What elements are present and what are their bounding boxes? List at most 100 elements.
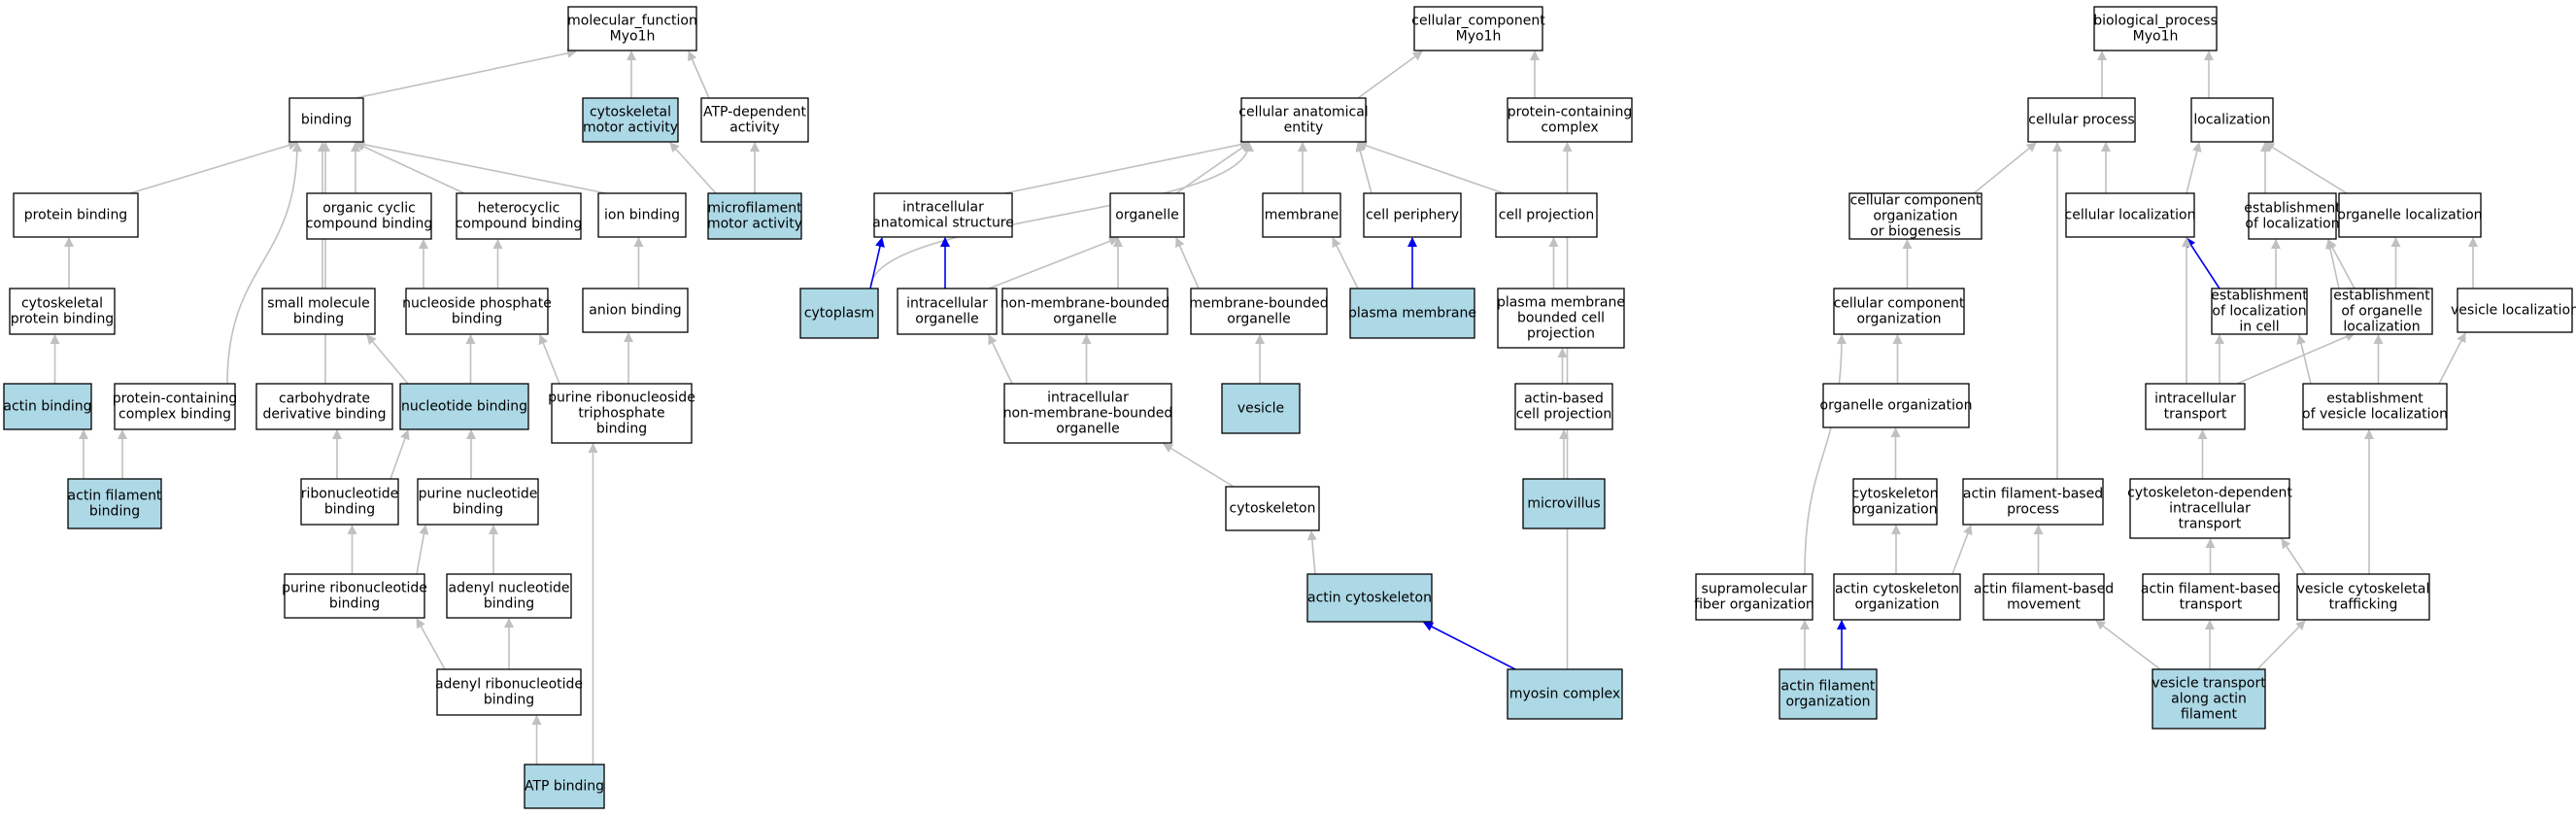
node-label: protein binding: [24, 208, 127, 223]
node-label: intracellular: [906, 296, 988, 312]
node-box: [399, 383, 529, 430]
node-label: establishment: [2326, 391, 2423, 407]
node-box: [1109, 192, 1185, 238]
node-label: intracellular: [2154, 391, 2236, 407]
node-label: filament: [2181, 707, 2237, 723]
node-label: plasma membrane: [1497, 295, 1625, 311]
node-box: [1221, 383, 1301, 434]
node-label: adenyl ribonucleotide: [435, 677, 583, 693]
node-box: [1363, 192, 1462, 238]
node-label: microfilament: [707, 201, 802, 217]
edge-cellPeriph-to-cellAnat: [1355, 142, 1373, 194]
node-label: actin-based: [1524, 391, 1604, 407]
node-box: [2145, 383, 2246, 430]
node-label: intracellular: [902, 200, 984, 216]
node-label: binding: [293, 312, 344, 327]
node-label: cellular component: [1850, 193, 1982, 209]
node-label: movement: [2007, 597, 2081, 613]
node-box: [597, 192, 687, 238]
node-label: purine ribonucleoside: [548, 391, 695, 406]
node-label: actin filament: [1781, 679, 1876, 695]
node-cytoplasm: cytoplasm: [799, 288, 879, 339]
node-box: [2190, 97, 2274, 143]
node-label: along actin: [2171, 692, 2247, 707]
node-cyto-dep-trans: cytoskeleton-dependentintracellulartrans…: [2127, 478, 2292, 539]
node-box: [1507, 668, 1623, 720]
node-label: actin filament: [68, 489, 162, 504]
node-label: membrane: [1265, 208, 1339, 223]
edge-memOrg-to-organelle: [1175, 237, 1200, 289]
edge-microMotor-to-cytoMotor: [669, 142, 717, 194]
node-cytoskeleton: cytoskeleton: [1225, 486, 1320, 531]
edge-estOrgLoc-to-estLoc: [2325, 239, 2340, 289]
node-label: cell periphery: [1366, 208, 1459, 223]
node-box: [9, 288, 116, 335]
node-label: ATP binding: [525, 779, 604, 795]
node-label: microvillus: [1527, 496, 1600, 512]
node-box: [114, 383, 236, 430]
node-box: [1822, 383, 1970, 428]
edges-layer: [50, 48, 2478, 765]
edge-cellLoc-to-localization: [2186, 142, 2202, 194]
node-label: triphosphate: [578, 406, 664, 422]
node-box: [1262, 192, 1341, 238]
edge-intraOrg-to-organelle: [988, 236, 1119, 289]
node-label: organization: [1856, 312, 1941, 327]
node-label: actin binding: [3, 399, 91, 415]
node-prot-bind: protein binding: [13, 192, 139, 238]
edge-cellProj-to-cellAnat: [1357, 141, 1505, 194]
node-box: [2211, 288, 2308, 335]
node-label: binding: [324, 502, 375, 518]
node-box: [1779, 668, 1878, 720]
node-label: compound binding: [456, 217, 583, 232]
node-label: binding: [484, 693, 534, 708]
node-label: Myo1h: [1456, 29, 1502, 45]
node-box: [300, 478, 399, 526]
node-box: [2302, 383, 2448, 430]
node-label: organelle: [915, 312, 978, 327]
node-label: cytoskeleton: [1852, 487, 1939, 502]
node-nuc-bind: nucleotide binding: [399, 383, 529, 430]
node-label: process: [2007, 502, 2059, 518]
node-label: of organelle: [2341, 304, 2422, 320]
node-label: binding: [452, 312, 502, 327]
edge-vesTransActin-to-actinFilMove: [2095, 620, 2161, 670]
node-organelle-org: organelle organization: [1820, 383, 1972, 428]
node-actin-cyto: actin cytoskeleton: [1306, 573, 1433, 623]
node-plasma-mem: plasma membrane: [1348, 288, 1476, 339]
edge-myosinComplex-to-actinCyto: [1423, 622, 1516, 670]
node-label: nucleoside phosphate: [402, 296, 552, 312]
node-org-loc: organelle localization: [2337, 192, 2483, 238]
node-label: in cell: [2239, 320, 2279, 335]
node-label: compound binding: [306, 217, 433, 232]
node-label: transport: [2180, 597, 2243, 613]
node-label: cellular localization: [2065, 208, 2196, 223]
node-label: binding: [596, 422, 647, 437]
node-label: carbohydrate: [279, 391, 370, 407]
node-label: cytoskeleton: [1230, 501, 1316, 517]
edge-protBind-to-binding: [129, 140, 298, 194]
node-box: [1507, 97, 1633, 143]
node-box: [417, 478, 539, 526]
node-label: plasma membrane: [1348, 306, 1476, 322]
node-label: binding: [453, 502, 503, 518]
